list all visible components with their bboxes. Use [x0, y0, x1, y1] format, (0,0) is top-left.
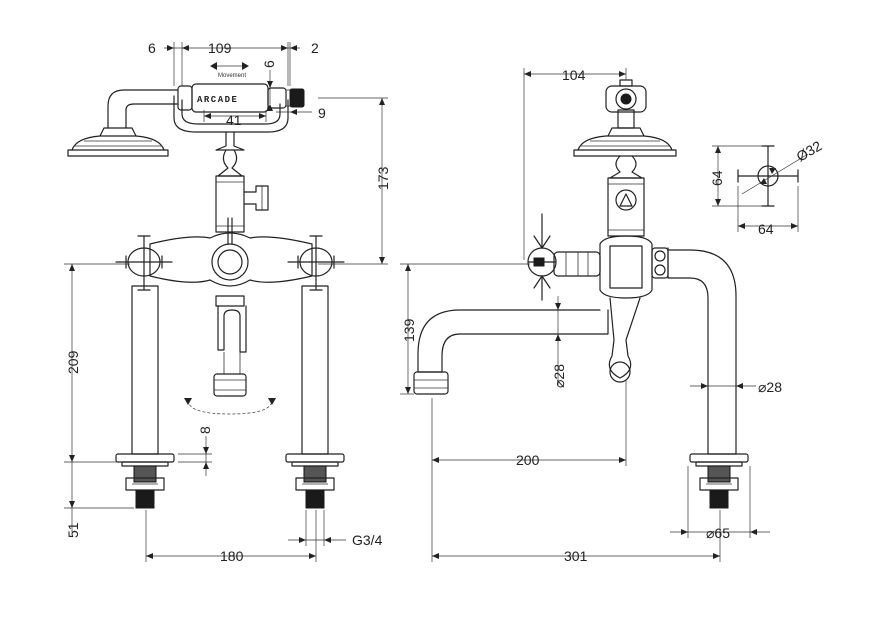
front-spout [184, 295, 276, 415]
dim-6-left: 6 [148, 40, 156, 56]
dim-180: 180 [220, 548, 244, 564]
side-handset [573, 79, 677, 157]
dim-301: 301 [564, 548, 588, 564]
handset-handle: ARCADE [177, 83, 305, 113]
handset-head [67, 127, 169, 157]
dim-41: 41 [226, 112, 242, 128]
movement-indicator: Movement [210, 62, 249, 79]
movement-label: Movement [218, 73, 246, 79]
right-cross-handle [287, 235, 345, 291]
dim-6-vertical: 6 [261, 60, 277, 68]
dim-thread: G3/4 [352, 532, 383, 548]
left-cross-handle [115, 235, 173, 291]
side-column [607, 155, 645, 237]
dim-173: 173 [375, 166, 391, 190]
brand-label: ARCADE [197, 95, 238, 105]
side-supply-pillar [667, 249, 749, 509]
pillars [115, 285, 345, 509]
front-view: ARCADE Movement [64, 40, 391, 564]
dim-65: ⌀65 [706, 525, 730, 541]
dim-2: 2 [311, 40, 319, 56]
dim-8: 8 [197, 426, 213, 434]
dim-109: 109 [208, 40, 232, 56]
dim-200: 200 [516, 452, 540, 468]
cradle [173, 95, 289, 151]
dim-139: 139 [401, 318, 417, 342]
side-spout [413, 297, 641, 395]
side-view: 104 139 ⌀28 200 301 [400, 67, 782, 564]
tap-body [149, 217, 313, 287]
dim-28-spout: ⌀28 [551, 364, 567, 388]
dim-209: 209 [65, 350, 81, 374]
dim-64-horizontal: 64 [758, 221, 774, 237]
side-body [527, 213, 669, 301]
handset-arm [107, 89, 179, 129]
dim-64-vertical: 64 [709, 170, 725, 186]
dim-51: 51 [65, 522, 81, 538]
front-dimensions: 6 109 2 6 41 9 173 [64, 40, 391, 564]
dim-28-pillar: ⌀28 [758, 379, 782, 395]
dim-9: 9 [318, 105, 326, 121]
central-column [215, 149, 269, 233]
handle-detail: Ø32 64 64 [709, 137, 825, 237]
dim-104: 104 [562, 67, 586, 83]
side-dimensions: 104 139 ⌀28 200 301 [400, 67, 782, 564]
dim-32: Ø32 [794, 137, 825, 164]
